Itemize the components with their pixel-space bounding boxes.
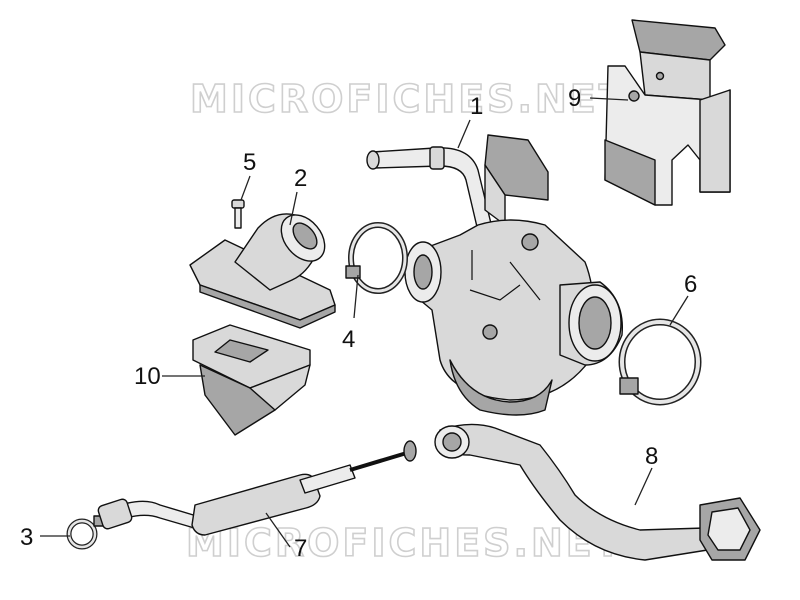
heat-shield-block: [604, 19, 731, 206]
air-intake-duct: [434, 423, 761, 561]
callout-6: 6: [684, 271, 697, 298]
small-hose-clamp: [66, 515, 105, 550]
callout-10: 10: [134, 363, 161, 390]
watermark-bottom: MICROFICHES.NET: [186, 521, 624, 565]
callout-2: 2: [294, 165, 307, 192]
callout-labels: 1 2 3 4 5 6 7 8 9 10: [20, 85, 697, 562]
reed-valve: [192, 324, 311, 436]
watermark-top: MICROFICHES.NET: [190, 77, 628, 121]
breather-pipe: [97, 440, 417, 536]
carburetor: [366, 134, 624, 416]
callout-8: 8: [645, 443, 658, 470]
callout-7: 7: [294, 535, 307, 562]
hose-clamp-6: [618, 318, 702, 406]
leader-lines: [40, 97, 689, 548]
screw: [231, 199, 245, 229]
callout-1: 1: [470, 93, 483, 120]
callout-4: 4: [342, 326, 355, 353]
hose-clamp-4: [345, 222, 408, 294]
callout-3: 3: [20, 524, 33, 551]
callout-5: 5: [243, 149, 256, 176]
intake-manifold: [189, 213, 336, 329]
callout-9: 9: [568, 85, 581, 112]
